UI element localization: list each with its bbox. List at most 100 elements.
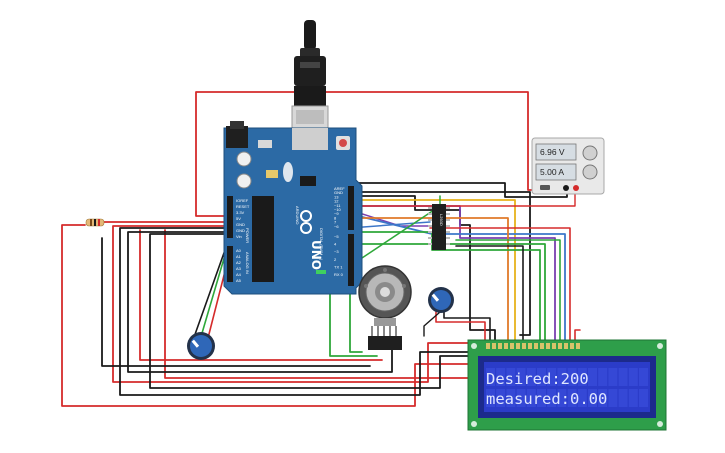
wire-red-left-loop[interactable] — [61, 224, 471, 407]
lcd-cell-grid — [486, 368, 648, 407]
wire-red-3[interactable] — [139, 229, 383, 361]
lcd-pin-5[interactable] — [510, 343, 514, 349]
lcd-pin-4[interactable] — [504, 343, 508, 349]
wire-green-right[interactable] — [455, 239, 561, 343]
lcd-line-1: Desired:200 — [486, 370, 589, 388]
lcd-char-cell — [628, 368, 638, 386]
lcd-char-cell — [516, 368, 526, 386]
wire-red-4[interactable] — [164, 229, 471, 379]
lcd-pin-13[interactable] — [558, 343, 562, 349]
potentiometer-right[interactable] — [428, 287, 454, 313]
lcd-pin-header[interactable] — [486, 343, 580, 349]
lcd-pin-2[interactable] — [492, 343, 496, 349]
power-pin-label-6: Vin — [236, 234, 242, 239]
lcd-char-cell — [516, 389, 526, 407]
usb-cable[interactable] — [291, 20, 329, 129]
current-readout: 5.00 A — [540, 167, 564, 177]
wire-black-4[interactable] — [101, 237, 371, 367]
arduino-logo — [300, 210, 312, 234]
wire-red-lcd[interactable] — [574, 329, 581, 343]
wire-yellow[interactable] — [349, 199, 516, 343]
lcd-line-2: measured:0.00 — [486, 390, 607, 408]
digital-pin-label-1: GND — [334, 190, 343, 195]
lcd-char-cell — [506, 368, 516, 386]
lcd-char-cell — [537, 389, 546, 407]
motor-driver-chip[interactable]: L293D — [428, 204, 450, 250]
power-header[interactable] — [227, 196, 233, 238]
lcd-char-cell — [608, 368, 618, 386]
wire-red-pot-right[interactable] — [435, 311, 486, 343]
positive-terminal[interactable] — [573, 185, 579, 191]
lcd-pin-8[interactable] — [528, 343, 532, 349]
lcd-display-module[interactable]: Desired:200 measured:0.00 — [467, 339, 667, 431]
wire-black-2[interactable] — [127, 231, 393, 373]
wire-blue-2[interactable] — [349, 221, 431, 229]
negative-terminal[interactable] — [563, 185, 569, 191]
wire-black-1[interactable] — [119, 227, 471, 396]
power-pin-label-0: IOREF — [236, 198, 249, 203]
lcd-pin-11[interactable] — [546, 343, 550, 349]
lcd-pin-15[interactable] — [570, 343, 574, 349]
lcd-pin-7[interactable] — [522, 343, 526, 349]
lcd-pin-10[interactable] — [540, 343, 544, 349]
wire-black-right2[interactable] — [455, 245, 524, 343]
resistor[interactable] — [85, 218, 105, 227]
digital-label: DIGITAL (PWM ~) — [319, 228, 324, 261]
lcd-char-cell — [639, 389, 648, 407]
voltage-knob[interactable] — [582, 145, 598, 161]
lcd-pin-1[interactable] — [486, 343, 490, 349]
analog-pin-label-3: A3 — [236, 266, 242, 271]
lcd-char-cell — [547, 389, 557, 407]
lcd-char-cell — [486, 389, 495, 407]
power-pin-label-1: RESET — [236, 204, 250, 209]
lcd-char-cell — [628, 389, 638, 407]
dc-motor-encoder[interactable] — [358, 265, 412, 350]
digital-pin-label-13: 2 — [334, 257, 337, 262]
lcd-pin-3[interactable] — [498, 343, 502, 349]
digital-pin-label-6: ~9 — [334, 211, 339, 216]
wire-black-right[interactable] — [349, 191, 531, 336]
lcd-char-cell — [557, 389, 567, 407]
digital-pin-label-3: 12 — [334, 199, 339, 204]
digital-pin-label-11: 4 — [334, 242, 337, 247]
wire-green-2[interactable] — [349, 243, 546, 343]
current-knob[interactable] — [582, 164, 598, 180]
digital-header-bottom[interactable] — [348, 234, 354, 286]
lcd-pin-12[interactable] — [552, 343, 556, 349]
wire-red-supply[interactable] — [349, 189, 576, 207]
lcd-char-cell — [608, 389, 618, 407]
wire-orange[interactable] — [349, 217, 509, 343]
arduino-uno-board[interactable]: UNO ARDUINO DIGITAL (PWM ~) POWER ANALOG… — [223, 121, 363, 295]
digital-pin-label-12: ~3 — [334, 249, 339, 254]
digital-header-top[interactable] — [348, 186, 354, 230]
lcd-pin-9[interactable] — [534, 343, 538, 349]
wire-red-2[interactable] — [112, 225, 493, 383]
power-supply[interactable]: 6.96 V 5.00 A — [531, 137, 605, 195]
digital-pin-label-2: 13 — [334, 194, 339, 199]
power-switch[interactable] — [540, 185, 550, 190]
encoder-connector[interactable] — [368, 336, 402, 350]
analog-pin-label-2: A2 — [236, 260, 242, 265]
wire-red-right[interactable] — [429, 227, 571, 343]
wire-black-pot-right2[interactable] — [423, 311, 441, 337]
wire-black-3[interactable] — [149, 233, 471, 389]
power-pin-label-5: GND — [236, 228, 245, 233]
digital-pin-label-0: AREF — [334, 186, 345, 191]
lcd-pin-6[interactable] — [516, 343, 520, 349]
lcd-pin-14[interactable] — [564, 343, 568, 349]
wire-black-pot-right[interactable] — [443, 311, 491, 343]
wire-blue[interactable] — [349, 213, 566, 343]
lcd-char-cell — [537, 368, 546, 386]
lcd-char-cell — [557, 368, 567, 386]
lcd-char-cell — [496, 389, 506, 407]
power-pin-label-2: 3.3V — [236, 210, 245, 215]
power-pin-label-3: 5V — [236, 216, 241, 221]
potentiometer-left[interactable] — [187, 332, 215, 360]
voltage-readout: 6.96 V — [540, 147, 565, 157]
current-display — [535, 163, 577, 181]
lcd-pin-16[interactable] — [576, 343, 580, 349]
analog-header[interactable] — [227, 246, 233, 282]
